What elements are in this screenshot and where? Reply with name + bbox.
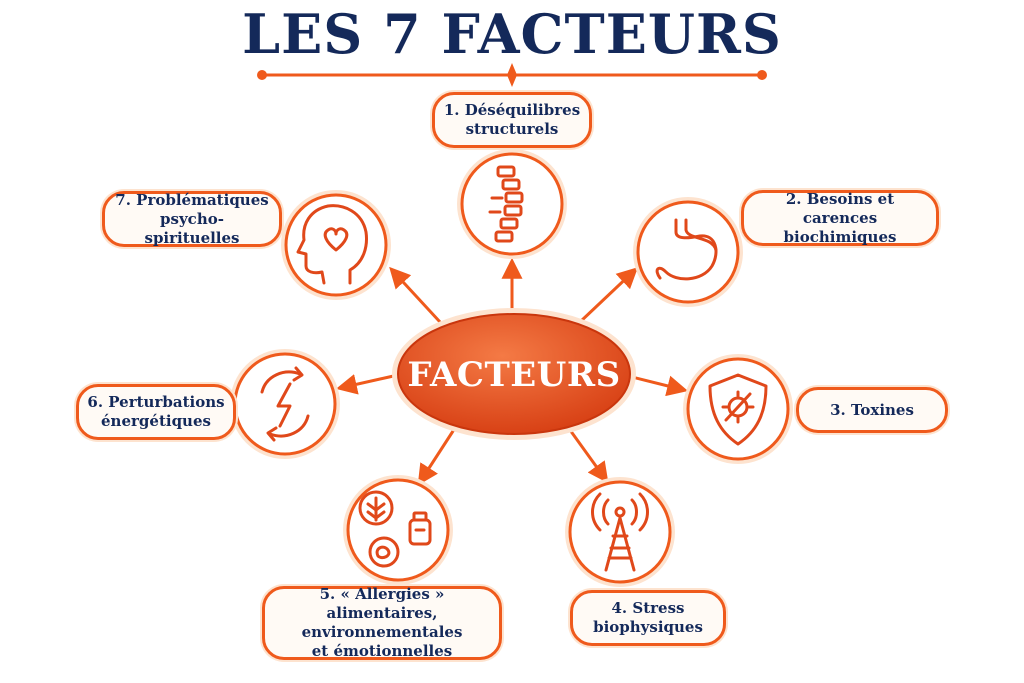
factor-2-circle <box>633 197 743 307</box>
energy-cycle-icon <box>260 366 310 442</box>
arrow-2 <box>578 267 639 324</box>
factor-5-circle <box>343 475 453 585</box>
factor-5-label: 5. « Allergies » alimentaires, environne… <box>262 585 502 660</box>
page-title: LES 7 FACTEURS <box>242 2 782 66</box>
factor-1-label: 1. Déséquilibres structurels <box>432 92 592 148</box>
factor-4-label: 4. Stress biophysiques <box>570 590 726 646</box>
factor-1-circle <box>457 149 567 259</box>
factor-2-label: 2. Besoins et carences biochimiques <box>741 190 939 246</box>
stomach-icon <box>655 218 718 281</box>
arrow-6 <box>335 373 399 395</box>
arrow-4 <box>568 429 609 484</box>
factor-4-circle <box>565 477 675 587</box>
allergens-icon <box>358 490 432 568</box>
center-node <box>392 308 636 440</box>
arrow-3 <box>627 374 689 397</box>
connector-arrows <box>335 257 689 486</box>
arrow-7 <box>389 266 442 324</box>
shield-virus-icon <box>708 373 768 446</box>
center-label: FACTEURS <box>407 355 621 395</box>
antenna-tower-icon <box>591 492 649 572</box>
factor-3-label: 3. Toxines <box>796 387 948 433</box>
factor-6-circle <box>230 349 340 459</box>
spine-icon <box>488 165 524 243</box>
head-heart-icon <box>296 204 368 285</box>
arrow-5 <box>417 427 457 486</box>
title-divider <box>257 63 767 87</box>
factor-6-label: 6. Perturbations énergétiques <box>76 384 236 440</box>
factor-7-label: 7. Problématiques psycho-spirituelles <box>102 191 282 247</box>
